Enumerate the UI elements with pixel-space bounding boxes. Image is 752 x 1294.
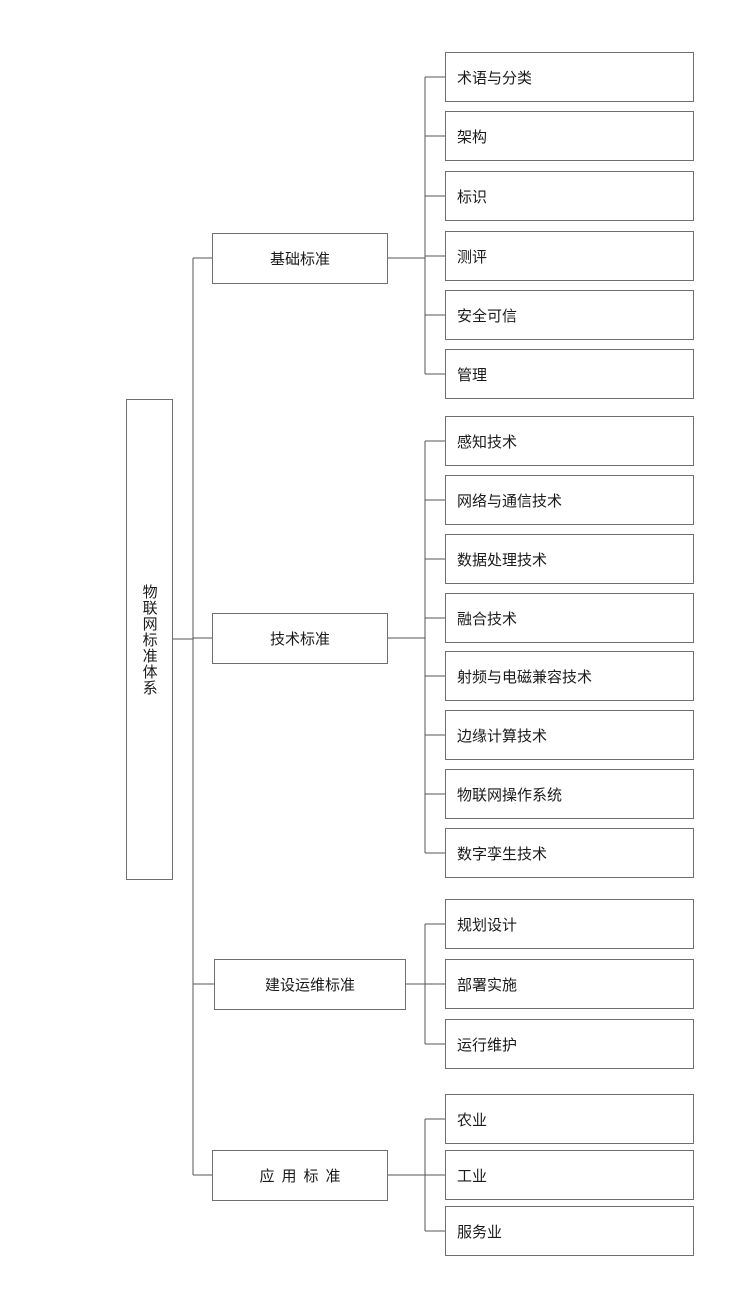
node-leaf-label: 射频与电磁兼容技术 xyxy=(457,667,593,686)
node-root[interactable]: 物联网标准体系 xyxy=(126,399,173,880)
node-leaf-label: 安全可信 xyxy=(457,306,518,325)
node-leaf-digital-twin-technology[interactable]: 数字孪生技术 xyxy=(445,828,694,878)
node-leaf-planning-design[interactable]: 规划设计 xyxy=(445,899,694,949)
node-leaf-edge-computing-technology[interactable]: 边缘计算技术 xyxy=(445,710,694,760)
node-leaf-label: 标识 xyxy=(457,187,488,206)
node-leaf-label: 物联网操作系统 xyxy=(457,785,563,804)
node-leaf-label: 数据处理技术 xyxy=(457,550,548,569)
node-group-construction-om-standards-label: 建设运维标准 xyxy=(264,976,355,994)
node-group-basic-standards-label: 基础标准 xyxy=(269,250,330,268)
node-leaf-deployment-implementation[interactable]: 部署实施 xyxy=(445,959,694,1009)
node-leaf-label: 网络与通信技术 xyxy=(457,491,563,510)
node-leaf-service-industry[interactable]: 服务业 xyxy=(445,1206,694,1256)
node-leaf-label: 服务业 xyxy=(457,1222,503,1241)
node-leaf-label: 测评 xyxy=(457,247,488,266)
node-leaf-label: 管理 xyxy=(457,365,488,384)
node-leaf-network-communication-technology[interactable]: 网络与通信技术 xyxy=(445,475,694,525)
node-leaf-label: 规划设计 xyxy=(457,915,518,934)
node-group-application-standards-label: 应用标准 xyxy=(259,1167,348,1185)
node-leaf-rf-emc-technology[interactable]: 射频与电磁兼容技术 xyxy=(445,651,694,701)
node-leaf-label: 数字孪生技术 xyxy=(457,844,548,863)
node-root-label: 物联网标准体系 xyxy=(140,583,159,696)
node-leaf-data-processing-technology[interactable]: 数据处理技术 xyxy=(445,534,694,584)
node-leaf-sensing-technology[interactable]: 感知技术 xyxy=(445,416,694,466)
node-leaf-label: 工业 xyxy=(457,1166,488,1185)
node-group-technical-standards[interactable]: 技术标准 xyxy=(212,613,388,664)
node-leaf-label: 感知技术 xyxy=(457,432,518,451)
node-leaf-operation-maintenance[interactable]: 运行维护 xyxy=(445,1019,694,1069)
node-group-technical-standards-label: 技术标准 xyxy=(269,630,330,648)
node-leaf-label: 融合技术 xyxy=(457,609,518,628)
node-leaf-label: 边缘计算技术 xyxy=(457,726,548,745)
node-leaf-label: 农业 xyxy=(457,1110,488,1129)
node-leaf-iot-operating-system[interactable]: 物联网操作系统 xyxy=(445,769,694,819)
node-leaf-label: 术语与分类 xyxy=(457,68,533,87)
node-leaf-evaluation[interactable]: 测评 xyxy=(445,231,694,281)
node-group-basic-standards[interactable]: 基础标准 xyxy=(212,233,388,284)
node-leaf-agriculture[interactable]: 农业 xyxy=(445,1094,694,1144)
node-leaf-terminology-classification[interactable]: 术语与分类 xyxy=(445,52,694,102)
node-leaf-security-trust[interactable]: 安全可信 xyxy=(445,290,694,340)
node-group-application-standards[interactable]: 应用标准 xyxy=(212,1150,388,1201)
node-leaf-label: 部署实施 xyxy=(457,975,518,994)
node-leaf-label: 架构 xyxy=(457,127,488,146)
node-leaf-management[interactable]: 管理 xyxy=(445,349,694,399)
node-leaf-industry[interactable]: 工业 xyxy=(445,1150,694,1200)
node-leaf-label: 运行维护 xyxy=(457,1035,518,1054)
node-group-construction-om-standards[interactable]: 建设运维标准 xyxy=(214,959,406,1010)
node-leaf-fusion-technology[interactable]: 融合技术 xyxy=(445,593,694,643)
node-leaf-identification[interactable]: 标识 xyxy=(445,171,694,221)
node-leaf-architecture[interactable]: 架构 xyxy=(445,111,694,161)
